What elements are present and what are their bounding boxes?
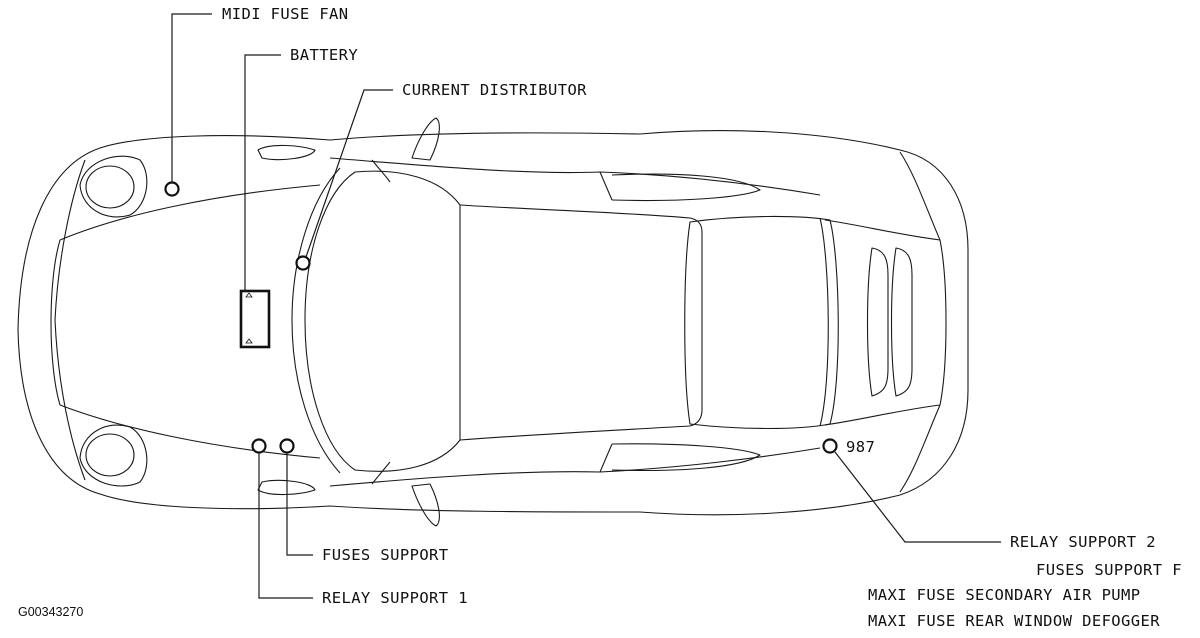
battery-box bbox=[239, 289, 271, 349]
label-maxi-fuse-rear-window: MAXI FUSE REAR WINDOW DEFOGGER bbox=[868, 612, 1160, 630]
label-midi-fuse-fan: MIDI FUSE FAN bbox=[222, 5, 349, 23]
headlight-front-left bbox=[79, 155, 148, 218]
label-relay-support-2: RELAY SUPPORT 2 bbox=[1010, 533, 1156, 551]
leader-relay-support-2 bbox=[834, 451, 1001, 543]
label-model-number: 987 bbox=[846, 438, 876, 456]
midi-fuse-fan-marker bbox=[164, 181, 180, 197]
leader-midi-fuse-fan bbox=[171, 13, 212, 183]
figure-reference: G00343270 bbox=[18, 605, 84, 619]
label-maxi-fuse-air-pump: MAXI FUSE SECONDARY AIR PUMP bbox=[868, 586, 1141, 604]
leader-relay-support-1 bbox=[258, 453, 313, 599]
current-distributor-marker bbox=[295, 255, 311, 271]
front-side-lamp-bottom bbox=[257, 479, 316, 496]
rear-deck-outline bbox=[684, 151, 947, 493]
mirror-left bbox=[411, 117, 440, 161]
relay-support-1-marker bbox=[251, 438, 267, 454]
headlight-front-right bbox=[79, 424, 148, 487]
leader-current-distributor bbox=[305, 89, 393, 258]
car-body-outline bbox=[17, 130, 969, 516]
label-current-distributor: CURRENT DISTRIBUTOR bbox=[402, 81, 587, 99]
label-fuses-support-f: FUSES SUPPORT F bbox=[1036, 561, 1182, 579]
rear-engine-vents bbox=[866, 247, 913, 397]
relay-support-2-marker bbox=[822, 438, 838, 454]
leader-battery bbox=[244, 54, 281, 291]
mirror-right bbox=[411, 483, 440, 527]
label-fuses-support: FUSES SUPPORT bbox=[322, 546, 449, 564]
label-battery: BATTERY bbox=[290, 46, 359, 64]
fuses-support-marker bbox=[279, 438, 295, 454]
label-relay-support-1: RELAY SUPPORT 1 bbox=[322, 589, 468, 607]
front-side-lamp-top bbox=[257, 144, 316, 161]
cabin-outline bbox=[291, 157, 821, 487]
leader-fuses-support bbox=[286, 453, 313, 556]
